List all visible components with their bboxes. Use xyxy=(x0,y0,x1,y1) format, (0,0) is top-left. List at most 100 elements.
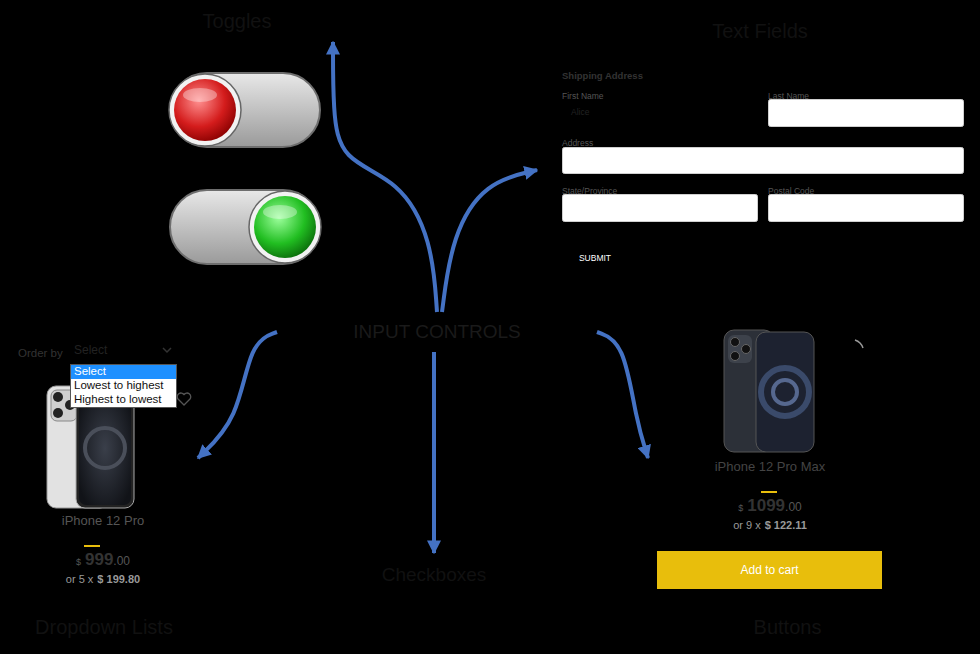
toggle-knob-ring xyxy=(169,74,241,146)
text-row: or 5 x$ 199.80 xyxy=(8,573,198,586)
central-topic-text: INPUT CONTROLS xyxy=(353,321,521,344)
card-shape xyxy=(649,321,892,597)
form-panel-text: First Name xyxy=(562,91,604,101)
screen-art xyxy=(773,380,797,404)
phone-front xyxy=(756,332,814,452)
section-label: Dropdown Lists xyxy=(12,605,196,648)
empty-input xyxy=(769,195,964,222)
screen-art xyxy=(85,428,125,468)
connector-arrow xyxy=(442,170,537,312)
chevron-icon xyxy=(163,348,171,352)
product-card-text: .00 xyxy=(113,554,130,568)
text-row: First Name xyxy=(562,85,604,103)
toggle-shine xyxy=(263,205,297,219)
dropdown-options-text: Highest to lowest xyxy=(71,393,176,407)
form-panel: Shipping AddressFirst Name Last NameAddre… xyxy=(537,50,980,288)
dropdown-options-text: Select xyxy=(71,365,176,379)
product-card: iPhone 12 Pro Max $1099.00 or 9 x $ 122.11A… xyxy=(648,320,892,597)
section-label-text: Text Fields xyxy=(712,19,808,43)
product-card-text: $ 122.11 xyxy=(765,519,807,532)
input-outline xyxy=(562,99,757,126)
section-label-text: Toggles xyxy=(203,9,272,33)
camera-lens xyxy=(53,408,63,418)
form-panel-text: State/Province xyxy=(562,186,617,196)
connector-arrow xyxy=(432,352,436,553)
text-row: $999.00 xyxy=(8,550,198,570)
add-to-cart-button-text: Add to cart xyxy=(740,563,798,577)
select-box-text: Select xyxy=(74,343,107,357)
section-label: Checkboxes xyxy=(364,553,504,597)
camera-lens xyxy=(731,338,740,347)
add-to-cart-button: Add to cart xyxy=(657,551,882,589)
product-card-text: $ xyxy=(738,503,743,514)
product-card-text: 999 xyxy=(85,550,113,570)
text-row: Last Name xyxy=(768,85,809,103)
page-curl xyxy=(855,340,863,348)
connector-arrow xyxy=(333,42,437,312)
connector-arrow xyxy=(198,332,277,458)
text-row: Address xyxy=(562,132,593,150)
dropdown-options: SelectLowest to highestHighest to lowest xyxy=(70,364,177,408)
section-label: Text Fields xyxy=(650,12,870,50)
text-row: Lowest to highest xyxy=(71,379,176,393)
text-row: Select xyxy=(71,365,176,379)
text-row: Add to cart xyxy=(657,551,882,589)
toggle-track xyxy=(170,190,320,264)
camera-module xyxy=(728,335,752,363)
camera-lens xyxy=(53,392,63,402)
text-row: Order by xyxy=(18,343,63,361)
form-panel-text: Last Name xyxy=(768,91,809,101)
empty-input xyxy=(563,148,964,174)
form-panel-text: Postal Code xyxy=(768,186,814,196)
text-row: Text Fields xyxy=(650,12,870,50)
text-input: Alice xyxy=(562,99,757,126)
section-label-text: Buttons xyxy=(754,615,822,639)
product-card-text: or 5 x xyxy=(66,573,94,586)
form-panel-text: Address xyxy=(562,138,593,148)
text-row: iPhone 12 Pro xyxy=(8,513,198,529)
text-row: SUBMIT xyxy=(562,245,628,271)
text-row: $1099.00 xyxy=(648,496,892,516)
phone-screen xyxy=(79,391,131,505)
accent-bar xyxy=(84,545,100,547)
section-label: Toggles xyxy=(127,0,347,42)
text-row: Toggles xyxy=(127,0,347,42)
empty-input xyxy=(563,195,758,222)
text-row: State/Province xyxy=(562,180,617,198)
camera-lens xyxy=(742,345,751,354)
toggle-shine xyxy=(183,88,217,102)
select-box: Select xyxy=(70,337,177,363)
text-row: Shipping Address xyxy=(562,65,643,83)
toggle-knob-ring xyxy=(249,191,321,263)
product-card-text: .00 xyxy=(785,500,802,514)
submit-button: SUBMIT xyxy=(562,245,628,271)
dropdown-options-text: Lowest to highest xyxy=(71,379,176,393)
text-row: Select xyxy=(70,337,177,363)
text-row: iPhone 12 Pro Max xyxy=(648,459,892,475)
text-row: Dropdown Lists xyxy=(12,605,196,648)
toggle-knob-on xyxy=(254,196,316,258)
product-card-text: or 9 x xyxy=(733,519,761,532)
submit-button-text: SUBMIT xyxy=(579,253,611,263)
product-card-text: $ xyxy=(76,557,81,568)
section-label-text: Checkboxes xyxy=(382,564,487,587)
section-label-text: Dropdown Lists xyxy=(35,615,173,639)
text-row: Checkboxes xyxy=(364,553,504,597)
toggle-track xyxy=(170,73,320,147)
accent-bar xyxy=(761,491,777,493)
central-topic: INPUT CONTROLS xyxy=(277,312,597,352)
text-row: Postal Code xyxy=(768,180,814,198)
section-label: Buttons xyxy=(678,605,897,648)
text-input-text: Alice xyxy=(571,107,589,117)
card-shape xyxy=(9,321,198,598)
screen-art xyxy=(761,368,809,416)
product-card-text: Order by xyxy=(18,347,63,361)
text-row: Highest to lowest xyxy=(71,393,176,407)
panel-outline xyxy=(537,50,980,288)
text-row: or 9 x $ 122.11 xyxy=(648,519,892,532)
product-card-text: iPhone 12 Pro Max xyxy=(715,459,826,475)
text-row: INPUT CONTROLS xyxy=(277,312,597,352)
camera-lens xyxy=(731,352,740,361)
text-row: Alice xyxy=(562,99,757,126)
